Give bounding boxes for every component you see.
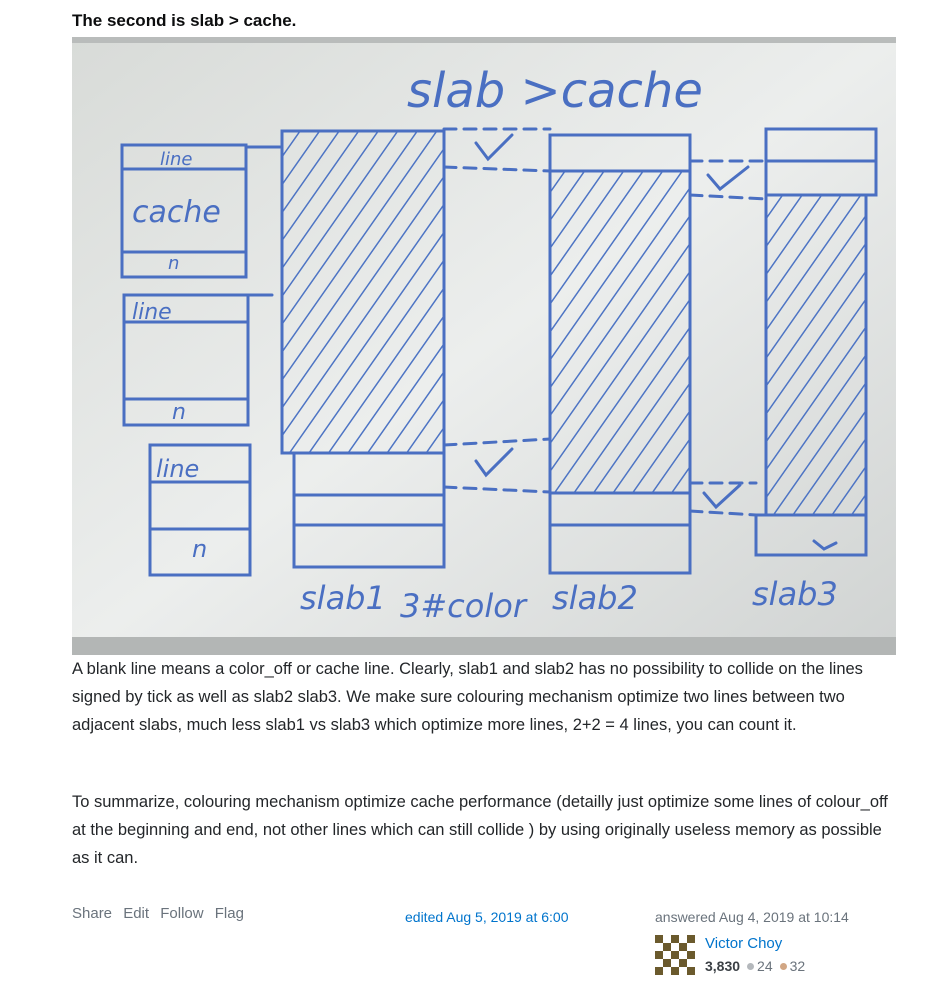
answer-paragraph-1: A blank line means a color_off or cache …: [72, 660, 863, 734]
silver-badge-count: 24: [757, 958, 773, 974]
color-note: 3#color: [400, 587, 528, 625]
edit-link[interactable]: Edit: [123, 905, 150, 922]
reputation-score: 3,830: [705, 958, 741, 974]
user-name-link[interactable]: Victor Choy: [705, 935, 783, 952]
cache-label-line-2: line: [132, 300, 172, 325]
answer-paragraph-2: To summarize, colouring mechanism optimi…: [72, 793, 888, 867]
cache-label-line-1: line: [160, 149, 192, 170]
bronze-badge-count: 32: [789, 958, 806, 974]
answer-heading: The second is slab > cache.: [72, 11, 297, 30]
bronze-badge-icon: [779, 963, 787, 971]
whiteboard-photo: slab >cache line cache n line n line n s…: [72, 37, 896, 655]
cache-label-n-3: n: [192, 535, 207, 563]
slab2-label: slab2: [552, 579, 638, 617]
cache-label-line-3: line: [156, 455, 199, 483]
follow-link[interactable]: Follow: [160, 905, 204, 922]
cache-label-cache: cache: [132, 195, 221, 230]
flag-link[interactable]: Flag: [214, 905, 244, 922]
user-reputation: 3,830 24 32: [705, 958, 805, 974]
user-avatar[interactable]: [655, 935, 695, 975]
slab3-label: slab3: [752, 575, 838, 613]
edited-link[interactable]: edited Aug 5, 2019 at 6:00: [405, 909, 569, 925]
cache-label-n-2: n: [172, 400, 186, 425]
post-menu: Share Edit Follow Flag: [72, 905, 251, 922]
silver-badge-icon: [747, 963, 755, 971]
slab1-label: slab1: [300, 579, 386, 617]
cache-label-n-1: n: [168, 253, 179, 274]
figure-title: slab >cache: [407, 63, 703, 119]
answered-time: answered Aug 4, 2019 at 10:14: [655, 909, 849, 925]
share-link[interactable]: Share: [72, 905, 113, 922]
